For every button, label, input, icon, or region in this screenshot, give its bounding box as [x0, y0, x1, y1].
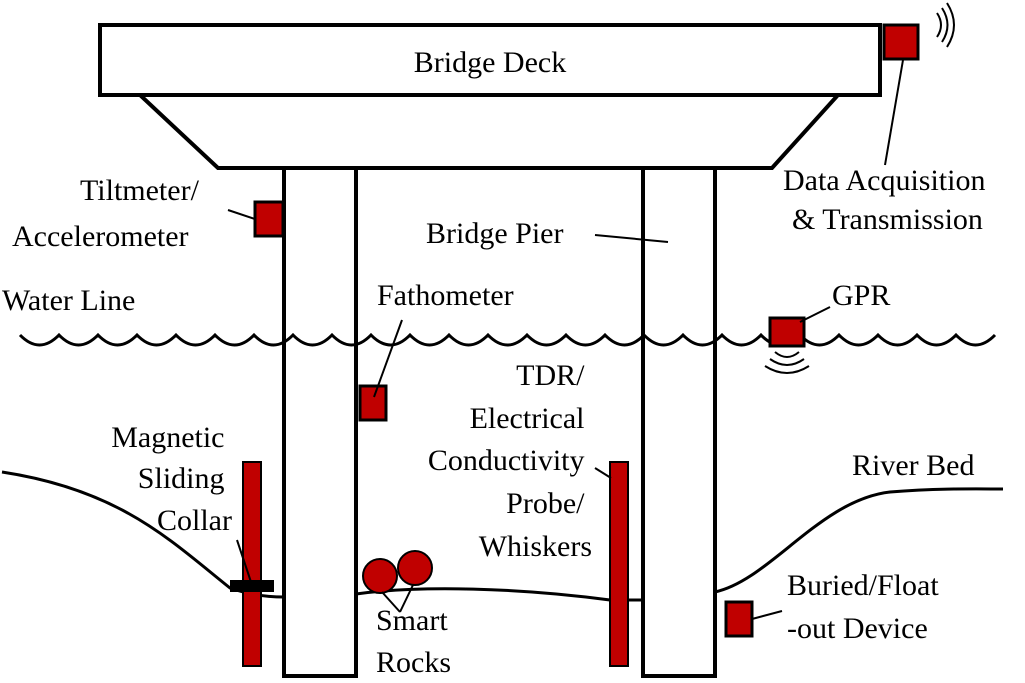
smart-rock-1 [362, 558, 398, 594]
buried-device-box [724, 600, 754, 638]
bridge-deck-label: Bridge Deck [414, 46, 566, 79]
tiltmeter-label: Tiltmeter/ Accelerometer [12, 174, 206, 253]
bridge-pier-right [641, 166, 717, 678]
fathometer-label: Fathometer [377, 279, 514, 312]
leader-lines [227, 59, 904, 620]
tdr-probe-label: TDR/ Electrical Conductivity Probe/ Whis… [428, 359, 592, 563]
smart-rocks-label: Smart Rocks [376, 604, 455, 679]
bridge-cap-beam [134, 93, 843, 170]
wireless-signal-icon [936, 2, 955, 48]
river-bed-label: River Bed [852, 449, 974, 482]
tdr-probe-rod [609, 461, 629, 667]
smart-rock-2 [397, 550, 433, 586]
magnetic-collar-rod [242, 461, 262, 667]
data-acquisition-label: Data Acquisition & Transmission [783, 164, 993, 236]
sonar-waves-icon [764, 351, 810, 374]
bridge-deck-slab [98, 23, 882, 97]
gpr-label: GPR [832, 279, 890, 312]
tiltmeter-box [253, 200, 285, 238]
bridge-pier-label: Bridge Pier [426, 217, 563, 250]
magnetic-collar-ring [230, 580, 274, 592]
bridge-pier-left [282, 166, 358, 678]
fathometer-box [358, 384, 388, 422]
water-line-waves [18, 332, 997, 347]
gpr-box [768, 316, 806, 348]
bridge-deck: Bridge Deck [98, 23, 882, 170]
magnetic-collar-label: Magnetic Sliding Collar [111, 421, 232, 537]
water-line-label: Water Line [2, 284, 135, 317]
data-acquisition-box [882, 23, 920, 61]
buried-device-label: Buried/Float -out Device [787, 569, 946, 645]
